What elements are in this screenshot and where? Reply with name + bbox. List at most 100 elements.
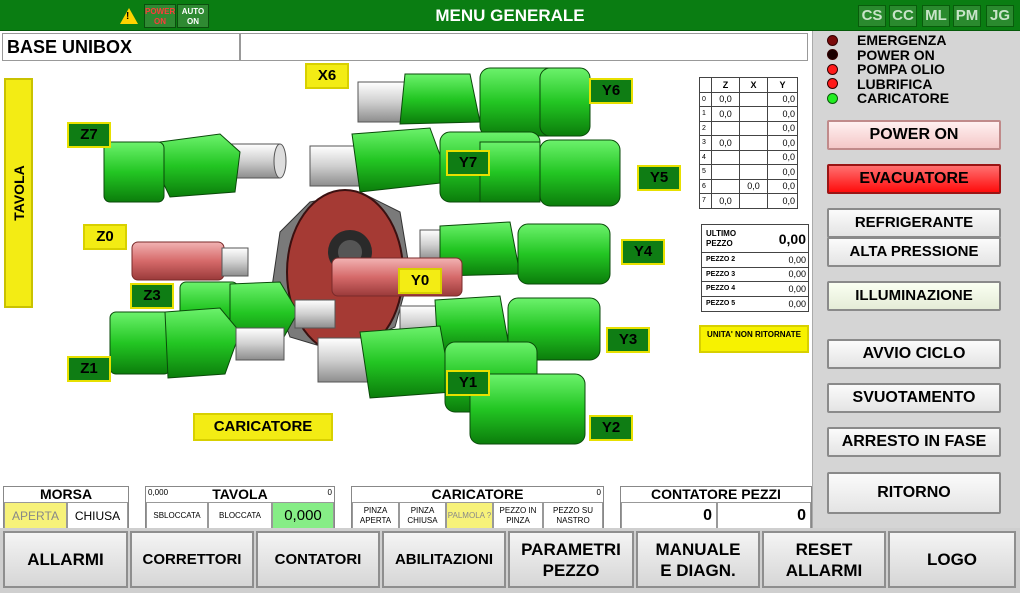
caricatore-panel: CARICATORE 0 PINZA APERTA PINZA CHIUSA P…	[351, 486, 604, 530]
spindle-z1	[109, 307, 285, 379]
axis-label-y4[interactable]: Y4	[621, 239, 665, 265]
status-pompa-olio: POMPA OLIO	[827, 62, 949, 77]
morsa-chiusa[interactable]: CHIUSA	[67, 502, 128, 530]
alta-pressione-button[interactable]: ALTA PRESSIONE	[827, 237, 1001, 267]
caricatore-pinza-aperta[interactable]: PINZA APERTA	[352, 502, 399, 530]
unita-non-ritornate-badge[interactable]: UNITA' NON RITORNATE	[699, 325, 809, 353]
tavola-corner-right: 0	[327, 488, 332, 497]
page-title: MENU GENERALE	[435, 6, 585, 25]
contatori-button[interactable]: CONTATORI	[256, 531, 380, 588]
user-button-pm[interactable]: PM	[953, 5, 981, 27]
parametri-pezzo-button[interactable]: PARAMETRI PEZZO	[508, 531, 634, 588]
abilitazioni-button[interactable]: ABILITAZIONI	[382, 531, 506, 588]
axis-label-y3[interactable]: Y3	[606, 327, 650, 353]
correttori-button[interactable]: CORRETTORI	[130, 531, 254, 588]
axis-label-z0[interactable]: Z0	[83, 224, 127, 250]
svuotamento-button[interactable]: SVUOTAMENTO	[827, 383, 1001, 413]
illuminazione-button[interactable]: ILLUMINAZIONE	[827, 281, 1001, 311]
ultimo-pezzo-value: 0,00	[778, 230, 806, 247]
tavola-title: TAVOLA	[212, 486, 268, 502]
spindle-z7	[103, 133, 287, 203]
power-on-button[interactable]: POWER ON	[827, 120, 1001, 150]
tavola-value: 0,000	[272, 502, 334, 530]
caricatore-pinza-chiusa[interactable]: PINZA CHIUSA	[399, 502, 446, 530]
tavola-tab[interactable]: TAVOLA	[4, 78, 33, 308]
status-dot-icon	[827, 63, 838, 75]
morsa-title: MORSA	[39, 486, 93, 502]
caricatore-palmola[interactable]: PALMOLA ?	[446, 502, 493, 530]
axis-label-z7[interactable]: Z7	[67, 122, 111, 148]
status-dot-icon	[827, 92, 838, 104]
axis-label-y7[interactable]: Y7	[446, 150, 490, 176]
warning-icon[interactable]: !	[120, 8, 138, 24]
caricatore-label[interactable]: CARICATORE	[193, 413, 333, 441]
workpiece-z0	[131, 241, 249, 281]
status-caricatore: CARICATORE	[827, 91, 949, 106]
user-button-jg[interactable]: JG	[986, 5, 1014, 27]
tavola-panel: TAVOLA 0,000 0 SBLOCCATA BLOCCATA 0,000	[145, 486, 335, 530]
coord-header-z: Z	[711, 77, 740, 93]
refrigerante-button[interactable]: REFRIGERANTE	[827, 208, 1001, 238]
axis-label-y0[interactable]: Y0	[398, 268, 442, 294]
tavola-sbloccata[interactable]: SBLOCCATA	[146, 502, 208, 530]
workpiece-y0	[331, 257, 463, 297]
caricatore-pezzo-su-nastro[interactable]: PEZZO SU NASTRO	[543, 502, 603, 530]
arresto-in-fase-button[interactable]: ARRESTO IN FASE	[827, 427, 1001, 457]
contatore-value-1: 0	[621, 502, 717, 530]
axis-label-y6[interactable]: Y6	[589, 78, 633, 104]
spindle-y4	[419, 221, 611, 285]
logo-button[interactable]: LOGO	[888, 531, 1016, 588]
coord-header-y: Y	[767, 77, 798, 93]
reset-allarmi-button[interactable]: RESET ALLARMI	[762, 531, 886, 588]
caricatore-corner-right: 0	[596, 488, 601, 497]
coord-header-x: X	[739, 77, 768, 93]
avvio-ciclo-button[interactable]: AVVIO CICLO	[827, 339, 1001, 369]
morsa-panel: MORSA APERTA CHIUSA	[3, 486, 129, 530]
evacuatore-button[interactable]: EVACUATORE	[827, 164, 1001, 194]
user-button-cc[interactable]: CC	[889, 5, 917, 27]
spindle-y5	[479, 139, 621, 207]
tavola-corner-left: 0,000	[148, 488, 169, 497]
user-button-ml[interactable]: ML	[922, 5, 950, 27]
contatore-value-2: 0	[717, 502, 811, 530]
caricatore-title: CARICATORE	[431, 486, 524, 502]
status-legend: EMERGENZA POWER ON POMPA OLIO LUBRIFICA …	[827, 33, 949, 106]
allarmi-button[interactable]: ALLARMI	[3, 531, 128, 588]
machine-info-field	[240, 33, 808, 61]
axis-label-y2[interactable]: Y2	[589, 415, 633, 441]
ritorno-button[interactable]: RITORNO	[827, 472, 1001, 514]
user-button-cs[interactable]: CS	[858, 5, 886, 27]
axis-label-y5[interactable]: Y5	[637, 165, 681, 191]
contatore-panel: CONTATORE PEZZI 0 0	[620, 486, 812, 530]
status-emergenza: EMERGENZA	[827, 33, 949, 48]
status-dot-icon	[827, 34, 838, 46]
tavola-bloccata[interactable]: BLOCCATA	[208, 502, 272, 530]
axis-label-y1[interactable]: Y1	[446, 370, 490, 396]
status-dot-icon	[827, 49, 838, 61]
machine-name: BASE UNIBOX	[2, 33, 240, 61]
axis-label-x6[interactable]: X6	[305, 63, 349, 89]
contatore-title: CONTATORE PEZZI	[651, 486, 781, 502]
status-power-on: POWER ON	[827, 48, 949, 63]
spindle-y6	[357, 67, 591, 137]
caricatore-pezzo-in-pinza[interactable]: PEZZO IN PINZA	[493, 502, 543, 530]
manuale-diagn-button[interactable]: MANUALE E DIAGN.	[636, 531, 760, 588]
axis-label-z3[interactable]: Z3	[130, 283, 174, 309]
coord-header-index	[699, 77, 712, 93]
morsa-aperta[interactable]: APERTA	[4, 502, 67, 530]
axis-label-z1[interactable]: Z1	[67, 356, 111, 382]
